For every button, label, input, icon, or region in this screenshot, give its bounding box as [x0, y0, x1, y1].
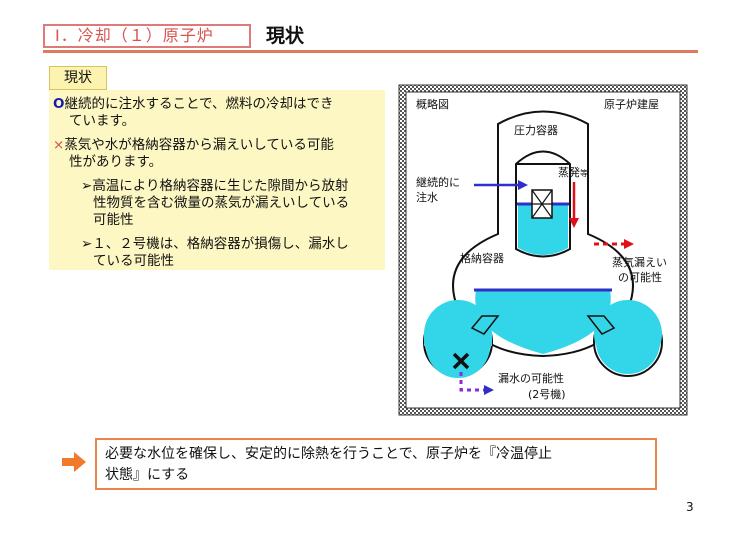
injection-label-line-2: 注水	[416, 190, 438, 204]
status-panel: O継続的に注水することで、燃料の冷却はでき ています。 ×蒸気や水が格納容器から…	[49, 90, 385, 270]
reactor-diagram: 概略図 原子炉建屋 圧力容器 蒸発等 継続的に 注水 格納容器 蒸気漏えい の可…	[398, 84, 688, 416]
header-rule	[43, 50, 698, 53]
evaporation-label: 蒸発等	[558, 165, 588, 179]
injection-label-line-1: 継続的に	[416, 175, 460, 189]
pressure-vessel-water	[518, 204, 568, 255]
status-label: 現状	[49, 66, 107, 90]
circle-bullet-icon: O	[53, 96, 65, 112]
sub-item-2-line-1: ➢１、２号機は、格納容器が損傷し、漏水し	[81, 236, 349, 252]
page-number: 3	[686, 500, 694, 514]
overview-label: 概略図	[416, 97, 449, 111]
containment-water	[475, 290, 611, 354]
conclusion-line-2: 状態』にする	[105, 467, 190, 483]
sub-item-1-line-3: 可能性	[93, 212, 134, 228]
status-item-1-line-1: O継続的に注水することで、燃料の冷却はでき	[53, 96, 334, 112]
sub-item-1-line-1: ➢高温により格納容器に生じた隙間から放射	[81, 178, 349, 194]
arrow-bullet-icon: ➢	[81, 178, 93, 194]
status-item-2-line-2: 性があります。	[69, 154, 163, 170]
page-title: 現状	[266, 25, 305, 47]
pressure-vessel-label: 圧力容器	[514, 123, 558, 137]
steam-leak-label-line-2: の可能性	[618, 270, 662, 284]
building-label: 原子炉建屋	[604, 97, 659, 111]
sub-item-1-line-2: 性物質を含む微量の蒸気が漏えいしている	[93, 195, 350, 211]
status-item-2-line-1: ×蒸気や水が格納容器から漏えいしている可能	[53, 137, 334, 153]
sub-item-2-line-2: ている可能性	[93, 253, 174, 269]
conclusion-box: 必要な水位を確保し、安定的に除熱を行うことで、原子炉を『冷温停止 状態』にする	[95, 438, 657, 490]
containment-label: 格納容器	[460, 251, 504, 265]
arrow-bullet-icon: ➢	[81, 236, 93, 252]
conclusion-line-1: 必要な水位を確保し、安定的に除熱を行うことで、原子炉を『冷温停止	[105, 446, 553, 462]
conclusion-arrow-icon	[62, 452, 86, 472]
water-leak-arrow	[459, 372, 484, 392]
status-item-1-line-2: ています。	[69, 113, 136, 129]
section-tag: Ⅰ．冷却（１）原子炉	[43, 24, 251, 48]
water-leak-label-line-2: (2号機)	[528, 387, 566, 401]
steam-leak-label-line-1: 蒸気漏えい	[612, 255, 667, 269]
water-leak-label-line-1: 漏水の可能性	[498, 371, 564, 385]
cross-bullet-icon: ×	[53, 137, 65, 153]
